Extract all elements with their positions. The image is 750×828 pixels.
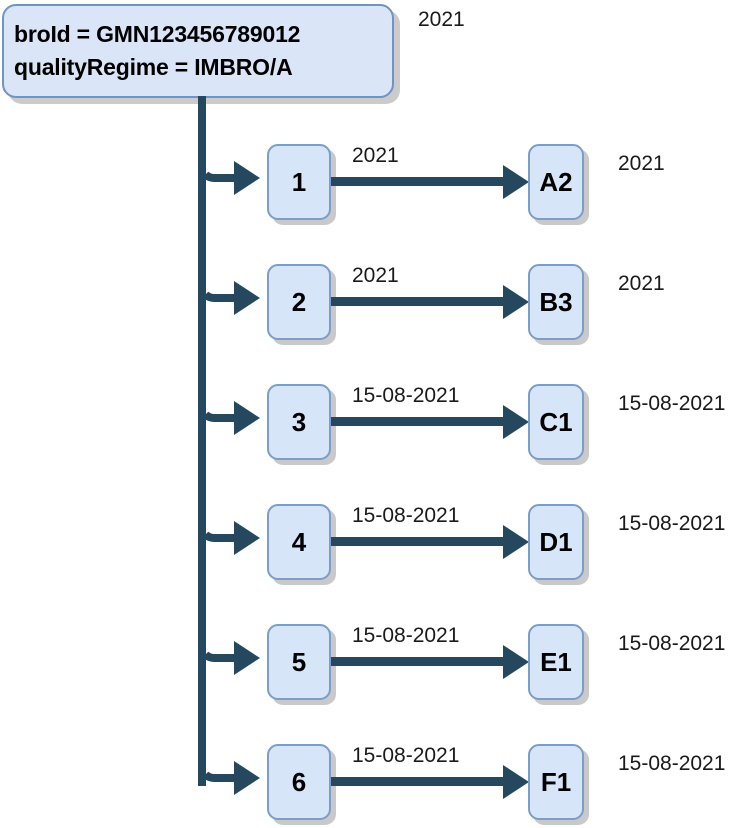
root-node[interactable]: broId = GMN123456789012 qualityRegime = … bbox=[2, 4, 394, 98]
elbow-connector-1 bbox=[198, 152, 224, 182]
elbow-connector-5 bbox=[198, 632, 224, 662]
arrow-head-branch-2 bbox=[234, 281, 260, 315]
version-date-label-2: 2021 bbox=[618, 272, 665, 295]
edge-line-1 bbox=[331, 177, 513, 186]
arrow-head-edge-2 bbox=[503, 285, 529, 319]
version-box-6[interactable]: F1 bbox=[528, 744, 584, 820]
arrow-head-edge-4 bbox=[503, 525, 529, 559]
edge-label-3: 15-08-2021 bbox=[352, 384, 460, 407]
arrow-head-branch-1 bbox=[234, 161, 260, 195]
arrow-head-edge-3 bbox=[503, 405, 529, 439]
arrow-head-branch-5 bbox=[234, 641, 260, 675]
elbow-stub-3 bbox=[220, 414, 236, 422]
edge-line-6 bbox=[331, 777, 513, 786]
edge-line-5 bbox=[331, 657, 513, 666]
version-date-label-5: 15-08-2021 bbox=[618, 632, 726, 655]
version-box-4[interactable]: D1 bbox=[528, 504, 584, 580]
version-date-label-4: 15-08-2021 bbox=[618, 512, 726, 535]
elbow-connector-3 bbox=[198, 392, 224, 422]
version-date-label-6: 15-08-2021 bbox=[618, 752, 726, 775]
edge-label-5: 15-08-2021 bbox=[352, 624, 460, 647]
edge-line-3 bbox=[331, 417, 513, 426]
trunk-line bbox=[198, 96, 206, 786]
elbow-connector-6 bbox=[198, 752, 224, 782]
elbow-connector-4 bbox=[198, 512, 224, 542]
edge-label-4: 15-08-2021 bbox=[352, 504, 460, 527]
arrow-head-edge-1 bbox=[503, 165, 529, 199]
arrow-head-edge-6 bbox=[503, 765, 529, 799]
elbow-stub-1 bbox=[220, 174, 236, 182]
version-box-2[interactable]: B3 bbox=[528, 264, 584, 340]
elbow-stub-2 bbox=[220, 294, 236, 302]
node-box-2[interactable]: 2 bbox=[267, 264, 331, 340]
version-date-label-1: 2021 bbox=[618, 152, 665, 175]
root-node-line-qualityregime: qualityRegime = IMBRO/A bbox=[14, 54, 293, 80]
root-node-date-label: 2021 bbox=[418, 8, 465, 31]
edge-label-2: 2021 bbox=[352, 264, 399, 287]
arrow-head-branch-6 bbox=[234, 761, 260, 795]
elbow-stub-6 bbox=[220, 774, 236, 782]
edge-label-1: 2021 bbox=[352, 144, 399, 167]
arrow-head-branch-4 bbox=[234, 521, 260, 555]
version-date-label-3: 15-08-2021 bbox=[618, 392, 726, 415]
version-box-3[interactable]: C1 bbox=[528, 384, 584, 460]
edge-label-6: 15-08-2021 bbox=[352, 744, 460, 767]
edge-line-4 bbox=[331, 537, 513, 546]
elbow-stub-5 bbox=[220, 654, 236, 662]
node-box-6[interactable]: 6 bbox=[267, 744, 331, 820]
node-box-4[interactable]: 4 bbox=[267, 504, 331, 580]
root-node-line-broid: broId = GMN123456789012 bbox=[14, 21, 301, 47]
edge-line-2 bbox=[331, 297, 513, 306]
node-box-3[interactable]: 3 bbox=[267, 384, 331, 460]
version-box-5[interactable]: E1 bbox=[528, 624, 584, 700]
elbow-stub-4 bbox=[220, 534, 236, 542]
arrow-head-edge-5 bbox=[503, 645, 529, 679]
node-box-1[interactable]: 1 bbox=[267, 144, 331, 220]
elbow-connector-2 bbox=[198, 272, 224, 302]
version-box-1[interactable]: A2 bbox=[528, 144, 584, 220]
arrow-head-branch-3 bbox=[234, 401, 260, 435]
node-box-5[interactable]: 5 bbox=[267, 624, 331, 700]
